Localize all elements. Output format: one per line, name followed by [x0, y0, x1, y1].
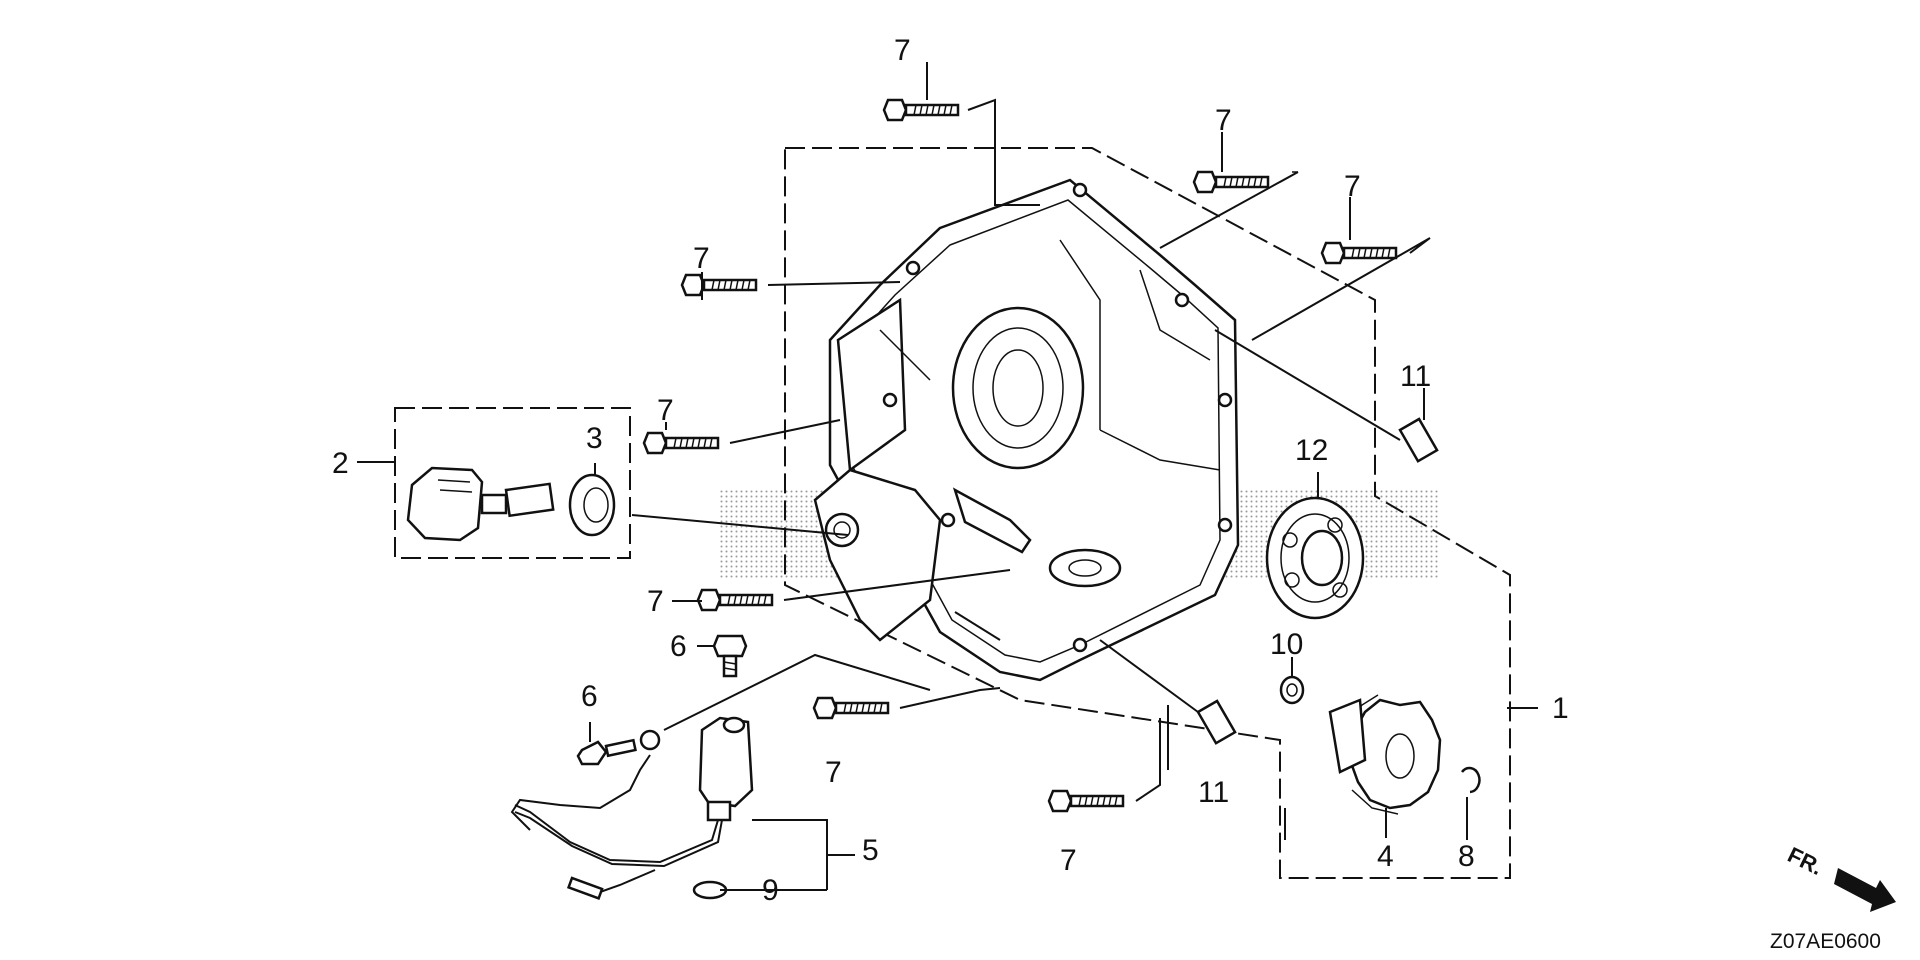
bolt-7-bottom-middle: [812, 696, 890, 720]
callout-6-upper: 6: [670, 630, 687, 663]
dowel-leaders: [1099, 329, 1401, 770]
callout-2: 2: [332, 447, 349, 480]
sensor-harness-leader: [663, 611, 1001, 731]
callout-9: 9: [762, 874, 779, 907]
oil-filler-cap: [406, 466, 555, 542]
callout-7-right: 7: [1344, 170, 1361, 203]
callout-3: 3: [586, 422, 603, 455]
callout-5: 5: [862, 834, 879, 867]
crankcase-cover: [813, 178, 1240, 682]
drawing-code: Z07AE0600: [1770, 930, 1881, 953]
oil-filler-group-box: [394, 407, 631, 559]
front-label: FR.: [1784, 842, 1827, 880]
callout-7-bottom: 7: [1060, 844, 1077, 877]
dowel-pin-upper: [1398, 417, 1439, 463]
callout-12: 12: [1295, 434, 1328, 467]
callout-7-top: 7: [894, 34, 911, 67]
bolt-7-left-upper: [680, 273, 758, 297]
bolt-7-right: [1320, 241, 1398, 265]
screw-6-upper: [712, 634, 748, 678]
washer: [1279, 675, 1305, 705]
bolt-7-upper-right: [1192, 170, 1270, 194]
clip: [1461, 766, 1481, 794]
callout-7-bottom-middle: 7: [825, 756, 842, 789]
sensor-switch: [510, 716, 754, 900]
callout-10: 10: [1270, 628, 1303, 661]
callout-leaders: [357, 62, 1538, 891]
callout-11-lower: 11: [1198, 776, 1229, 809]
bearing: [1265, 496, 1365, 620]
governor-gear: [1328, 694, 1442, 815]
bolt-7-bottom: [1047, 789, 1125, 813]
callout-11-upper: 11: [1400, 360, 1431, 393]
seal-ring: [568, 473, 616, 537]
bolt-7-top: [882, 98, 960, 122]
cover-assembly-outline: [784, 147, 1511, 879]
callout-7-left-lower: 7: [647, 585, 664, 618]
callout-7-upper-right: 7: [1215, 104, 1232, 137]
bolt-7-left-lower: [696, 588, 774, 612]
callout-7-left-upper: 7: [693, 242, 710, 275]
callout-8: 8: [1458, 840, 1475, 873]
front-arrow-icon: FR.: [1784, 842, 1896, 912]
callout-4: 4: [1377, 840, 1394, 873]
callout-6-lower: 6: [581, 680, 598, 713]
bolt-7-left-middle: [642, 431, 720, 455]
seal-leader: [631, 514, 849, 536]
dowel-pin-lower: [1196, 699, 1237, 745]
screw-6-lower: [576, 738, 637, 766]
callout-1: 1: [1552, 692, 1569, 725]
callout-7-left-middle: 7: [657, 394, 674, 427]
